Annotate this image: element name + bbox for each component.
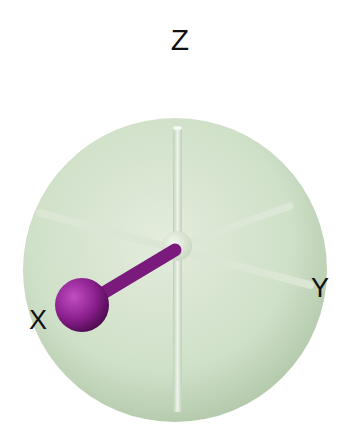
x-axis-rod xyxy=(95,250,175,298)
axis-rod xyxy=(177,206,290,246)
axis-rod xyxy=(173,128,182,412)
axis-label: X xyxy=(29,307,47,334)
x-axis-ball xyxy=(55,278,109,332)
sphere xyxy=(23,118,327,422)
axis-label: Z xyxy=(171,25,189,55)
axis-label: Y xyxy=(311,275,329,302)
rod-cap xyxy=(173,126,182,130)
